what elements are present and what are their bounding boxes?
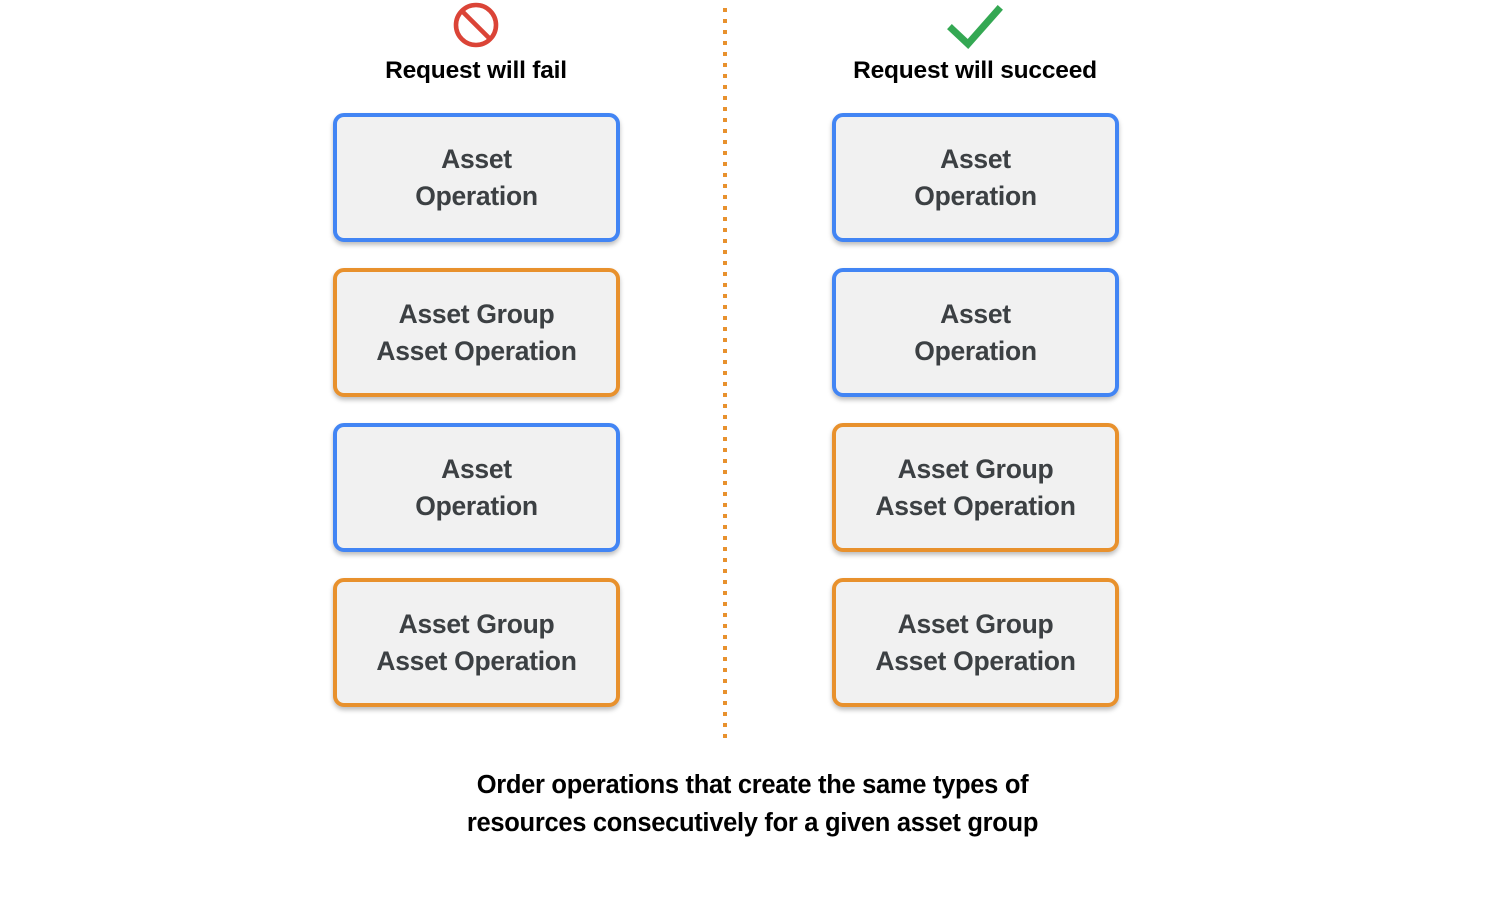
card-label: Asset Operation	[415, 143, 538, 211]
card-asset-operation[interactable]: Asset Operation	[832, 113, 1119, 242]
card-stack-fail: Asset Operation Asset Group Asset Operat…	[333, 113, 620, 707]
column-title-succeed: Request will succeed	[853, 57, 1097, 84]
card-asset-group-asset-operation[interactable]: Asset Group Asset Operation	[333, 578, 620, 707]
card-asset-operation[interactable]: Asset Operation	[333, 423, 620, 552]
card-asset-group-asset-operation[interactable]: Asset Group Asset Operation	[333, 268, 620, 397]
card-label: Asset Group Asset Operation	[875, 453, 1076, 521]
card-label: Asset Group Asset Operation	[376, 608, 577, 676]
checkmark-icon	[944, 0, 1006, 58]
card-asset-group-asset-operation[interactable]: Asset Group Asset Operation	[832, 423, 1119, 552]
card-asset-group-asset-operation[interactable]: Asset Group Asset Operation	[832, 578, 1119, 707]
card-asset-operation[interactable]: Asset Operation	[832, 268, 1119, 397]
column-divider-dotted-line	[723, 8, 727, 738]
card-label: Asset Operation	[914, 298, 1037, 366]
column-title-fail: Request will fail	[385, 57, 567, 84]
column-header-fail: Request will fail	[326, 0, 626, 86]
column-header-succeed: Request will succeed	[825, 0, 1125, 86]
card-stack-succeed: Asset Operation Asset Operation Asset Gr…	[832, 113, 1119, 707]
card-asset-operation[interactable]: Asset Operation	[333, 113, 620, 242]
card-label: Asset Operation	[914, 143, 1037, 211]
prohibition-icon	[445, 0, 507, 58]
card-label: Asset Group Asset Operation	[376, 298, 577, 366]
card-label: Asset Group Asset Operation	[875, 608, 1076, 676]
card-label: Asset Operation	[415, 453, 538, 521]
diagram-caption: Order operations that create the same ty…	[466, 771, 1039, 837]
